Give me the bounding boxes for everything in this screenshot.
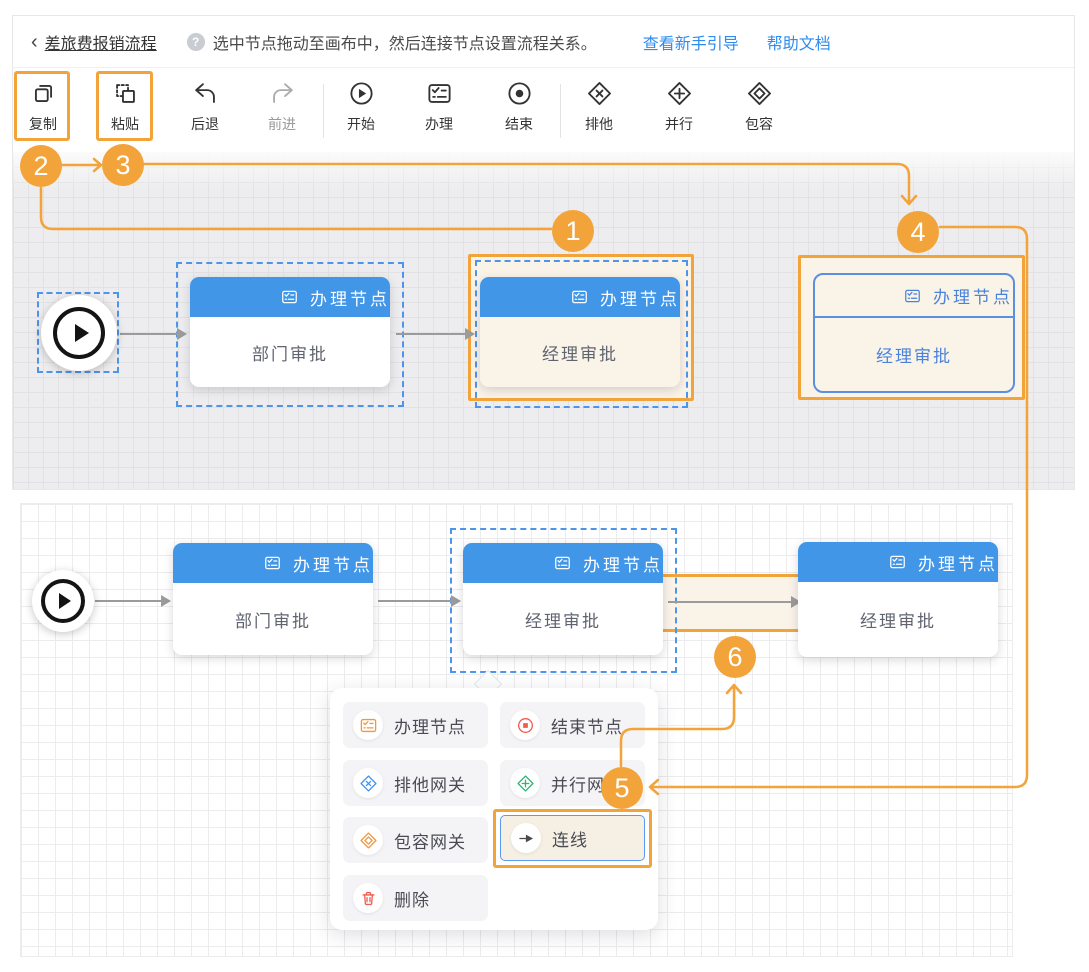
play-icon (53, 307, 105, 359)
task-card-icon (262, 554, 283, 572)
flow-arrow[interactable] (120, 328, 187, 340)
guide-link[interactable]: 查看新手引导 (642, 35, 739, 53)
node-name: 经理审批 (876, 346, 952, 366)
menu-item-inclusive-gateway[interactable]: 包容网关 (343, 817, 488, 863)
selection-rect-start (37, 292, 119, 373)
start-node[interactable] (41, 295, 117, 371)
step-badge-2: 2 (20, 145, 62, 187)
help-circle-icon: ? (186, 32, 205, 51)
step3-highlight-paste (96, 71, 153, 141)
trash-icon (353, 883, 383, 913)
task-node-dept-bottom[interactable]: 办理节点 部门审批 (173, 543, 373, 655)
docs-link[interactable]: 帮助文档 (766, 35, 831, 53)
back-chevron-icon[interactable]: ‹ (31, 30, 38, 53)
page-title[interactable]: 差旅费报销流程 (44, 35, 157, 53)
connect-line-icon (511, 823, 541, 853)
menu-item-delete[interactable]: 删除 (343, 875, 488, 921)
paste-button[interactable]: 粘贴 (95, 80, 155, 134)
toolbar: 复制 粘贴 后退 前进 开始 办理 结束 排他 并行 包容 (13, 68, 1074, 153)
task-node-mgr-bottom[interactable]: 办理节点 经理审批 (463, 543, 663, 655)
inclusive-gateway-icon (353, 825, 383, 855)
node-name: 部门审批 (235, 611, 311, 631)
step5-highlight-connect (493, 809, 652, 868)
exclusive-gateway-icon (353, 768, 383, 798)
task-card-icon (902, 287, 923, 305)
task-node-icon (353, 710, 383, 740)
inclusive-gateway-button[interactable]: 包容 (729, 80, 789, 134)
node-title: 办理节点 (583, 555, 663, 575)
flow-arrow[interactable] (378, 595, 461, 607)
flow-arrow[interactable] (95, 595, 171, 607)
copy-button[interactable]: 复制 (13, 80, 73, 134)
step-badge-5: 5 (601, 767, 643, 809)
node-title: 办理节点 (600, 289, 680, 309)
step-badge-3: 3 (102, 144, 144, 186)
node-name: 经理审批 (525, 611, 601, 631)
task-card-icon (279, 288, 300, 306)
step-badge-6: 6 (714, 636, 756, 678)
node-title: 办理节点 (918, 554, 998, 574)
menu-item-exclusive-gateway[interactable]: 排他网关 (343, 760, 488, 806)
node-name: 经理审批 (480, 317, 680, 387)
menu-item-task-node[interactable]: 办理节点 (343, 702, 488, 748)
start-node-bottom[interactable] (32, 570, 94, 632)
exclusive-gateway-button[interactable]: 排他 (569, 80, 629, 134)
end-node-button[interactable]: 结束 (489, 80, 549, 134)
toolbar-divider (323, 84, 324, 138)
step-badge-1: 1 (552, 210, 594, 252)
parallel-gateway-button[interactable]: 并行 (649, 80, 709, 134)
redo-button[interactable]: 前进 (252, 80, 312, 134)
task-node-button[interactable]: 办理 (409, 80, 469, 134)
task-node-mgr[interactable]: 办理节点 经理审批 (480, 277, 680, 387)
node-name: 部门审批 (252, 344, 328, 364)
task-card-icon (887, 553, 908, 571)
flow-arrow-highlighted[interactable] (668, 596, 801, 608)
parallel-gateway-icon (510, 768, 540, 798)
play-icon (41, 579, 85, 623)
task-card-icon (552, 554, 573, 572)
undo-button[interactable]: 后退 (175, 80, 235, 134)
task-node-mgr2-bottom[interactable]: 办理节点 经理审批 (798, 542, 998, 657)
step-badge-4: 4 (897, 211, 939, 253)
toolbar-divider (560, 84, 561, 138)
start-node-button[interactable]: 开始 (331, 80, 391, 134)
menu-item-connect-line[interactable]: 连线 (500, 815, 645, 861)
hint-text: 选中节点拖动至画布中，然后连接节点设置流程关系。 (212, 35, 597, 53)
node-title: 办理节点 (293, 555, 373, 575)
menu-item-end-node[interactable]: 结束节点 (500, 702, 645, 748)
node-name: 经理审批 (860, 612, 936, 631)
node-title: 办理节点 (933, 288, 1013, 307)
task-node-dept[interactable]: 办理节点 部门审批 (190, 277, 390, 387)
node-title: 办理节点 (310, 289, 390, 309)
task-card-icon (569, 288, 590, 306)
step2-highlight-copy (14, 71, 70, 141)
flow-arrow[interactable] (396, 328, 475, 340)
header-bar: ‹ 差旅费报销流程 ? 选中节点拖动至画布中，然后连接节点设置流程关系。 查看新… (13, 16, 1074, 68)
end-node-icon (510, 710, 540, 740)
pasted-ghost-node[interactable]: 办理节点 经理审批 (813, 273, 1015, 393)
